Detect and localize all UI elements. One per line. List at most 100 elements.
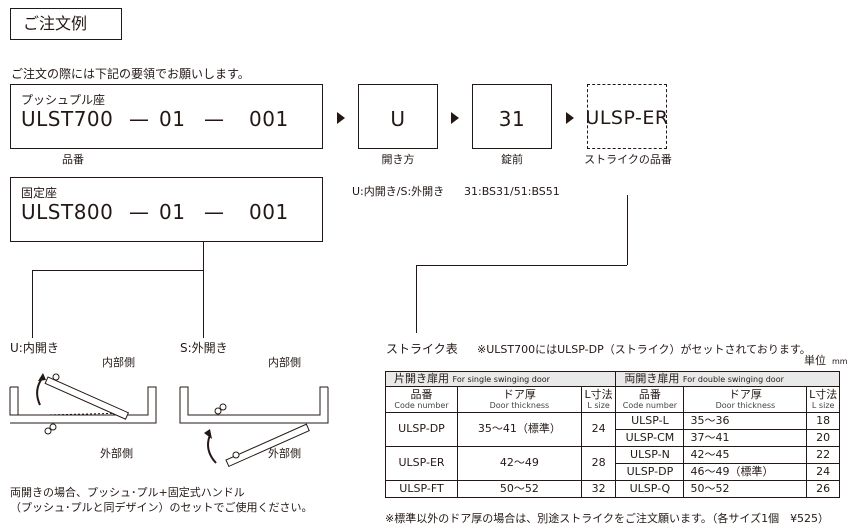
arrow-3	[566, 112, 574, 124]
connector-horizontal	[32, 270, 203, 271]
double-group-ja: 両開き扉用	[624, 371, 680, 385]
header-en: Door thickness	[489, 401, 550, 411]
connector-strike-to-table	[416, 265, 417, 333]
unit-value: mm	[832, 357, 848, 366]
diagram-left-outside: 外部側	[100, 447, 133, 460]
open-note: U:内開き/S:外開き	[352, 185, 445, 198]
diagram-left-inside: 内部側	[102, 356, 135, 369]
lock-box: 31	[472, 84, 552, 149]
push-pull-code-2: 001	[249, 107, 289, 131]
double-l: 20	[806, 429, 840, 447]
table-row: ULSP-DP 46～49（標準） 24	[386, 463, 840, 481]
double-code: ULSP-L	[615, 412, 685, 430]
push-pull-code-1: 01	[159, 107, 186, 131]
connector-strike-horizontal	[416, 265, 627, 266]
single-thick: 35～41（標準）	[457, 412, 582, 447]
push-pull-label: プッシュプル座	[21, 93, 106, 107]
double-thick: 37～41	[683, 429, 808, 447]
fixed-code-1: 01	[159, 200, 186, 224]
push-pull-model: ULST700	[21, 107, 114, 131]
header-ja: ドア厚	[728, 387, 762, 401]
arrow-1	[337, 112, 345, 124]
header-en: Code number	[622, 401, 678, 411]
single-code: ULSP-FT	[385, 480, 458, 498]
strike-table-note: ※ULST700にはULSP-DP（ストライク）がセットされております。	[477, 343, 811, 356]
header-ja: L寸法	[809, 387, 838, 401]
strike-box: ULSP-ER	[585, 84, 669, 149]
strike-table: 片開き扉用 For single swinging door 両開き扉用 For…	[384, 371, 840, 498]
header-ja: 品番	[410, 387, 433, 401]
double-l: 24	[806, 463, 840, 481]
title-box: ご注文例	[10, 8, 122, 40]
diagram-right-inside: 内部側	[268, 356, 301, 369]
door-diagram-outward	[179, 386, 329, 468]
header-en: Door thickness	[715, 401, 776, 411]
lock-value: 31	[498, 107, 526, 131]
diagram-right-outside: 外部側	[268, 447, 301, 460]
single-group-en: For single swinging door	[452, 374, 550, 384]
double-thick: 35～36	[683, 412, 808, 430]
fixed-label: 固定座	[21, 186, 58, 200]
connector-left-down	[32, 270, 33, 338]
header-ja: 品番	[638, 387, 661, 401]
double-code: ULSP-N	[615, 446, 685, 464]
double-code: ULSP-CM	[615, 429, 685, 447]
arrow-2	[451, 112, 459, 124]
strike-value: ULSP-ER	[585, 107, 669, 129]
push-pull-box: プッシュプル座 ULST700 — 01 — 001	[10, 84, 323, 149]
header-ja: ドア厚	[502, 387, 536, 401]
fixed-code-2: 001	[249, 200, 289, 224]
double-l: 26	[806, 480, 840, 498]
fixed-box: 固定座 ULST800 — 01 — 001	[10, 177, 323, 242]
double-group-header: 両開き扉用 For double swinging door	[615, 371, 840, 387]
table-row: ULSP-DP 35～41（標準） 24 ULSP-L 35～36 18	[385, 412, 840, 447]
header-ja: L寸法	[584, 387, 613, 401]
fixed-dash-2: —	[204, 200, 225, 224]
diagram-left-title: U:内開き	[10, 341, 59, 355]
diagram-right-title: S:外開き	[180, 341, 228, 355]
double-code: ULSP-DP	[615, 463, 685, 481]
fixed-model: ULST800	[21, 200, 114, 224]
part-caption: 品番	[62, 153, 84, 166]
lock-caption: 錠前	[501, 153, 523, 166]
header-en: Code number	[394, 401, 449, 411]
fixed-dash-1: —	[129, 200, 150, 224]
double-code: ULSP-Q	[615, 480, 685, 498]
single-l: 32	[580, 480, 617, 498]
double-group-en: For double swinging door	[682, 374, 784, 384]
header-en: L size	[587, 401, 610, 411]
page-title: ご注文例	[23, 14, 88, 33]
connector-fixed-down	[203, 242, 204, 270]
single-code: ULSP-ER	[385, 446, 458, 481]
single-l: 28	[580, 446, 617, 481]
double-thick: 50～52	[683, 480, 808, 498]
header-en: L size	[811, 401, 835, 411]
double-l: 18	[806, 412, 840, 430]
single-group-ja: 片開き扉用	[394, 371, 449, 385]
single-thick: 42～49	[457, 446, 582, 481]
double-thick: 42～45	[683, 446, 808, 464]
table-row: ULSP-FT 50～52 32 ULSP-Q 50～52 26	[385, 480, 840, 498]
double-l: 22	[806, 446, 840, 464]
single-l: 24	[580, 412, 617, 447]
footnote-left-1: 両開きの場合、プッシュ･プル+固定式ハンドル	[10, 486, 245, 499]
lock-note: 31:BS31/51:BS51	[464, 185, 560, 198]
table-row: ULSP-ER 42～49 28 ULSP-N 42～45 22	[385, 446, 840, 481]
intro-text: ご注文の際には下記の要領でお願いします。	[11, 67, 250, 81]
door-diagram-inward	[9, 373, 157, 435]
footnote-left-2: （プッシュ･プルと同デザイン）のセットでご使用ください。	[10, 501, 313, 514]
single-thick: 50～52	[457, 480, 582, 498]
connector-right-down	[203, 270, 204, 338]
strike-table-footnote: ※標準以外のドア厚の場合は、別途ストライクをご注文願います。（各サイズ1個 ¥5…	[385, 512, 830, 525]
single-group-header: 片開き扉用 For single swinging door	[384, 371, 617, 387]
strike-caption: ストライクの品番	[584, 153, 672, 166]
connector-strike-down	[627, 195, 628, 265]
open-box: U	[358, 84, 438, 149]
single-code: ULSP-DP	[385, 412, 458, 447]
unit-label: 単位	[804, 354, 826, 367]
